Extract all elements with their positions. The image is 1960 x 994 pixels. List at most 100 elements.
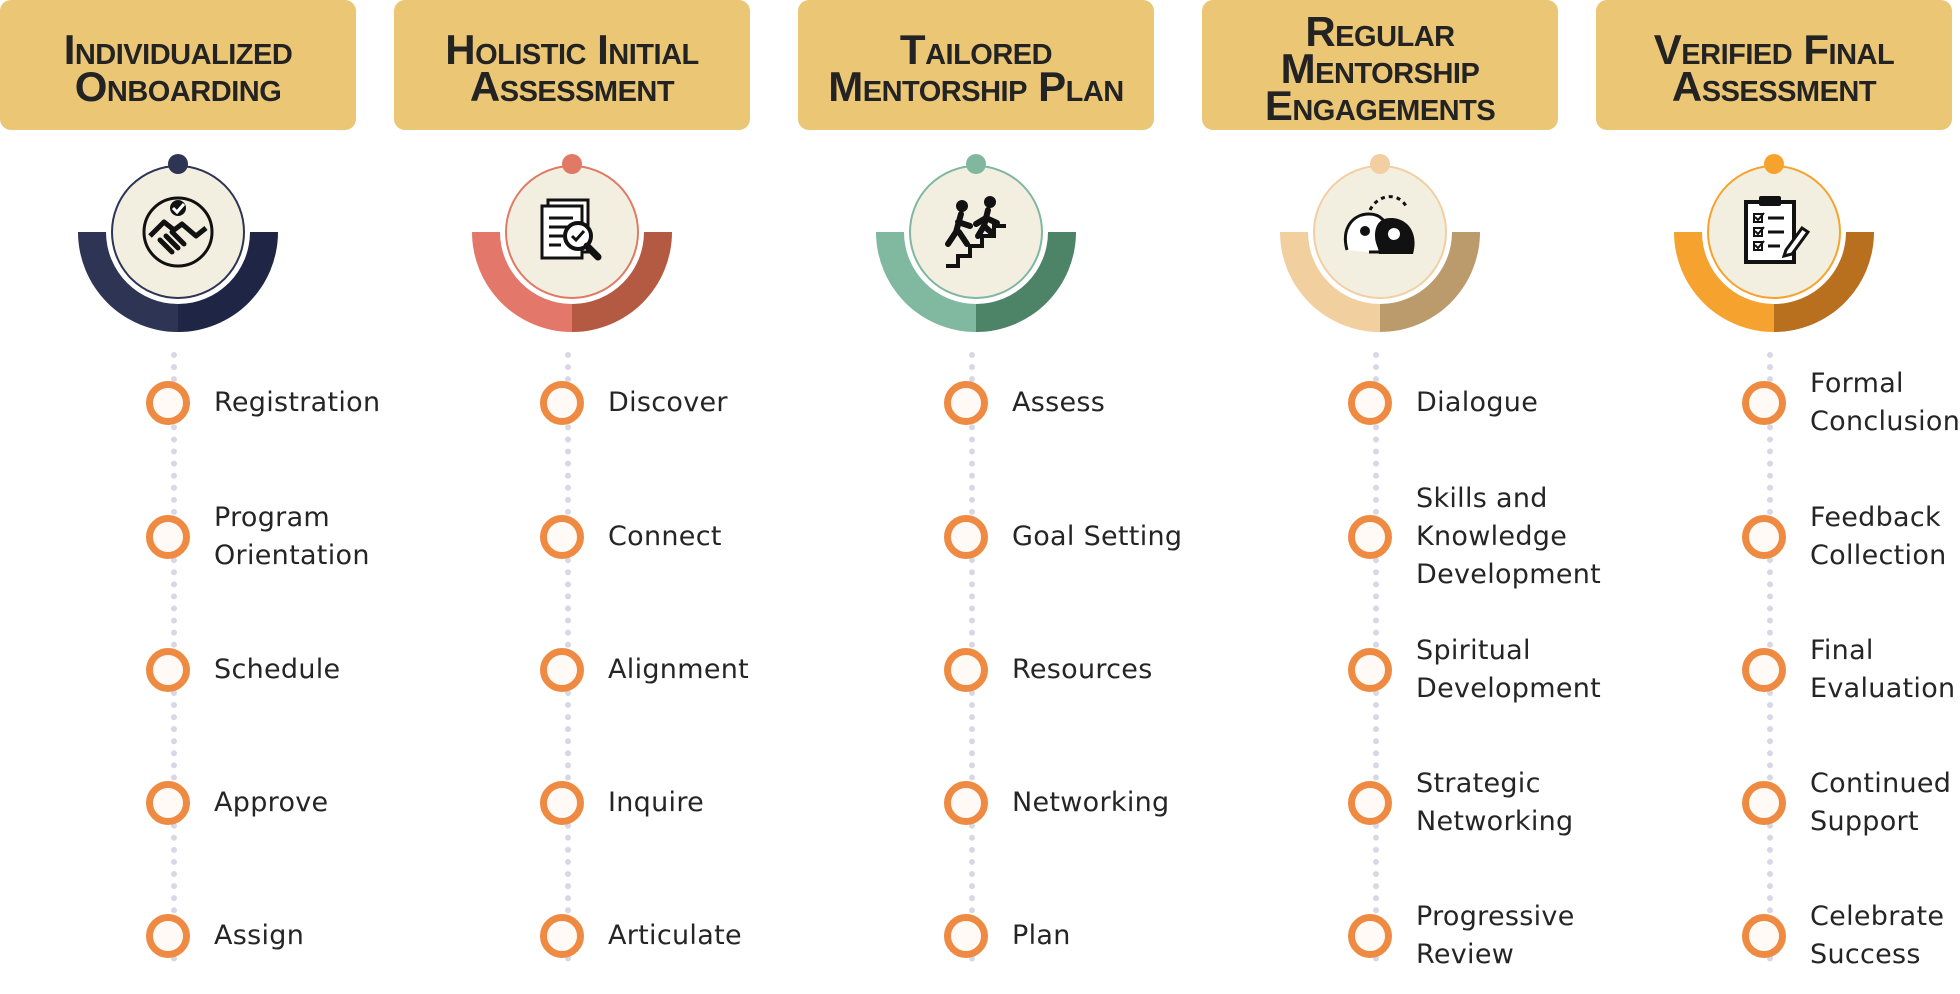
phase-emblem — [1674, 154, 1874, 344]
step-item: Registration — [0, 355, 380, 451]
step-label: Continued Support — [1810, 768, 1952, 837]
step-node — [1348, 914, 1392, 958]
step-node — [1348, 515, 1392, 559]
phase-emblem — [472, 154, 672, 344]
phase-emblem-art — [1280, 154, 1480, 332]
step-label: Program Orientation — [214, 502, 370, 571]
step-label: Final Evaluation — [1810, 635, 1956, 704]
step-label: Strategic Networking — [1416, 768, 1574, 837]
step-item: Program Orientation — [0, 489, 369, 585]
step-item: Networking — [798, 755, 1169, 851]
step-label: Articulate — [608, 920, 742, 951]
step-label: Alignment — [608, 654, 750, 685]
step-label: Schedule — [214, 654, 341, 685]
step-node — [146, 648, 190, 692]
clipboard-checklist-icon — [1744, 196, 1811, 264]
step-label: Discover — [608, 387, 728, 418]
step-node — [1348, 648, 1392, 692]
step-node — [1742, 781, 1786, 825]
step-item: Continued Support — [1596, 755, 1952, 851]
step-node — [540, 515, 584, 559]
handshake-icon — [142, 196, 214, 268]
phase-icon — [524, 184, 620, 280]
step-item: Alignment — [394, 622, 750, 718]
step-node — [146, 914, 190, 958]
step-label: Goal Setting — [1012, 521, 1183, 552]
step-node — [1742, 648, 1786, 692]
step-node — [146, 515, 190, 559]
step-node — [1742, 381, 1786, 425]
step-item: Approve — [0, 755, 356, 851]
step-node — [944, 781, 988, 825]
step-label: Networking — [1012, 787, 1170, 818]
step-node — [540, 381, 584, 425]
step-item: Dialogue — [1202, 355, 1558, 451]
step-label: Plan — [1012, 920, 1071, 951]
step-item: Goal Setting — [798, 489, 1182, 585]
step-node — [1742, 914, 1786, 958]
step-node — [944, 914, 988, 958]
step-item: Skills and Knowledge Development — [1202, 483, 1601, 590]
step-label: Assess — [1012, 387, 1106, 418]
step-label: Progressive Review — [1416, 901, 1575, 970]
step-item: Feedback Collection — [1596, 489, 1952, 585]
step-item: Final Evaluation — [1596, 622, 1955, 718]
people-climbing-stairs-icon — [945, 196, 1006, 268]
step-label: Assign — [214, 920, 305, 951]
step-item: Resources — [798, 622, 1154, 718]
step-label: Skills and Knowledge Development — [1416, 483, 1602, 590]
step-item: Discover — [394, 355, 750, 451]
step-item: Assign — [0, 888, 356, 984]
two-heads-dialogue-icon — [1344, 195, 1415, 254]
step-node — [944, 648, 988, 692]
step-item: Celebrate Success — [1596, 888, 1952, 984]
step-label: Feedback Collection — [1810, 502, 1947, 571]
step-node — [540, 648, 584, 692]
step-item: Connect — [394, 489, 750, 585]
phase-icon — [1332, 184, 1428, 280]
step-node — [1348, 781, 1392, 825]
step-node — [540, 914, 584, 958]
phase-icon — [1726, 184, 1822, 280]
step-item: Formal Conclusion — [1596, 355, 1960, 451]
step-item: Strategic Networking — [1202, 755, 1573, 851]
step-label: Spiritual Development — [1416, 635, 1602, 704]
phase-icon — [130, 184, 226, 280]
step-node — [146, 381, 190, 425]
step-item: Plan — [798, 888, 1154, 984]
step-label: Approve — [214, 787, 329, 818]
step-node — [944, 381, 988, 425]
step-item: Assess — [798, 355, 1154, 451]
step-label: Dialogue — [1416, 387, 1539, 418]
step-item: Progressive Review — [1202, 888, 1574, 984]
step-item: Schedule — [0, 622, 356, 718]
step-item: Inquire — [394, 755, 750, 851]
step-label: Registration — [214, 387, 381, 418]
document-search-icon — [540, 198, 602, 261]
step-item: Articulate — [394, 888, 750, 984]
step-node — [1348, 381, 1392, 425]
step-item: Spiritual Development — [1202, 622, 1601, 718]
phase-icon — [928, 184, 1024, 280]
phase-emblem — [1280, 154, 1480, 344]
step-label: Resources — [1012, 654, 1153, 685]
step-node — [944, 515, 988, 559]
step-label: Celebrate Success — [1810, 901, 1945, 970]
step-node — [540, 781, 584, 825]
step-label: Inquire — [608, 787, 705, 818]
phase-emblem — [876, 154, 1076, 344]
step-node — [1742, 515, 1786, 559]
step-label: Connect — [608, 521, 722, 552]
